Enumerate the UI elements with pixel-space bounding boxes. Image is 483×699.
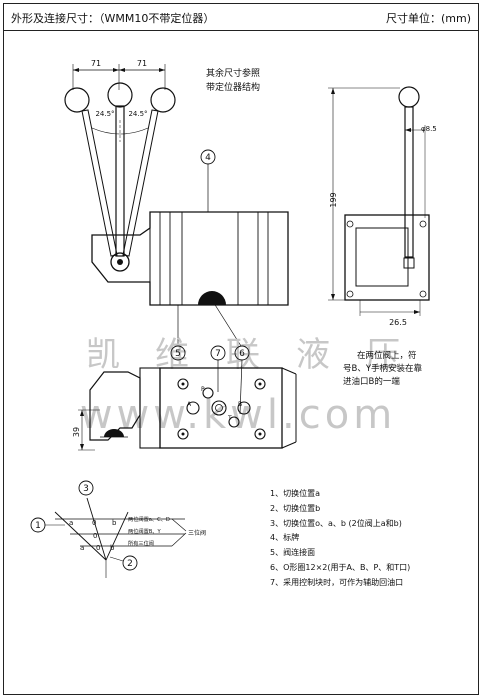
switch-pos-a: a	[69, 519, 73, 527]
watermark-char-1: 凯	[86, 335, 120, 375]
knob-left	[64, 87, 90, 113]
note-other-dims-1: 其余尺寸参照	[206, 67, 260, 79]
knob-center	[107, 82, 133, 108]
note-two-position-3: 进油口B的一端	[343, 376, 400, 387]
legend-item-4: 4、标牌	[270, 533, 300, 543]
dim-left-spacing: 71	[91, 59, 101, 68]
mounting-face	[159, 367, 283, 449]
watermark: 凯 维 联 液 压 www.kwl.com	[80, 335, 400, 438]
dim-handle-height: 199	[329, 192, 338, 207]
side-knob	[398, 86, 420, 108]
watermark-char-4: 液	[296, 335, 330, 375]
watermark-char-5: 压	[366, 335, 400, 375]
header-bar: 外形及连接尺寸：（WMM10不带定位器） 尺寸单位：(mm)	[3, 3, 479, 31]
switch-position-diagram: a 0 b 0 a 0 b 两位阀置a、C、D 两位阀置B、Y 所有三位阀 三位…	[30, 480, 206, 578]
dim-side-offset: 26.5	[389, 318, 407, 327]
port-t: T	[227, 415, 232, 422]
port-p: P	[201, 386, 205, 393]
valve-body-side	[344, 214, 430, 301]
switch-pos-b-row1: b	[112, 519, 117, 527]
switch-pos-0-row3: 0	[96, 544, 100, 552]
hatched-port	[198, 291, 226, 305]
front-view: 71 71 24.5° 24.5° 4	[64, 59, 289, 347]
drawing-frame	[3, 3, 479, 695]
port-b: B	[238, 401, 242, 408]
dim-angle-left: 24.5°	[95, 110, 114, 118]
watermark-url: www.kwl.com	[80, 392, 396, 438]
unit-label: 尺寸单位：(mm)	[385, 12, 471, 25]
valve-body-front	[91, 211, 289, 306]
drawing-title: 外形及连接尺寸：（WMM10不带定位器）	[11, 12, 215, 25]
legend-item-1: 1、切换位置a	[270, 489, 320, 498]
dim-base-height: 39	[72, 427, 81, 437]
legend-item-7: 7、采用控制块时，可作为辅助回油口	[270, 577, 404, 587]
switch-row3-label: 所有三位阀	[128, 539, 154, 547]
switch-pos-0-row1: 0	[92, 519, 96, 527]
legend-item-2: 2、切换位置b	[270, 503, 321, 513]
callout-4: 4	[205, 153, 211, 163]
callout-6: 6	[239, 349, 245, 359]
switch-side-label: 三位阀	[188, 529, 206, 537]
handle-stem	[115, 105, 125, 257]
switch-pos-a-row3: a	[80, 544, 84, 552]
note-two-position-1: 在两位阀上，符	[357, 350, 417, 361]
dim-angle-right: 24.5°	[128, 110, 147, 118]
note-two-position-2: 号B、Y手柄安装在靠	[343, 363, 423, 374]
port-a: A	[187, 401, 192, 408]
parts-legend: 1、切换位置a 2、切换位置b 3、切换位置o、a、b (2位阀上a和b) 4、…	[270, 487, 410, 591]
dim-right-spacing: 71	[137, 59, 147, 68]
bottom-view: P A B T 39	[72, 367, 297, 451]
switch-row2-label: 两位阀置B、Y	[128, 527, 161, 535]
legend-item-6: 6、O形圈12×2(用于A、B、P、和T口)	[270, 562, 411, 572]
callout-3: 3	[83, 484, 89, 494]
switch-row1-label: 两位阀置a、C、D	[128, 515, 170, 523]
callout-1: 1	[35, 521, 41, 531]
dim-knob-diameter: φ8.5	[421, 125, 437, 133]
callout-5: 5	[175, 349, 181, 359]
legend-item-5: 5、阀连接面	[270, 548, 316, 558]
switch-pos-b-row3: b	[110, 544, 115, 552]
callouts-middle: 5 7 6	[170, 345, 250, 415]
legend-item-3: 3、切换位置o、a、b (2位阀上a和b)	[270, 518, 402, 528]
callout-2: 2	[127, 559, 133, 569]
note-other-dims-2: 带定位器结构	[206, 81, 260, 93]
callout-7: 7	[215, 349, 221, 359]
switch-pos-0-row2: 0	[93, 532, 97, 540]
knob-right	[150, 87, 176, 113]
side-view: φ8.5 199 26.5	[328, 86, 437, 327]
